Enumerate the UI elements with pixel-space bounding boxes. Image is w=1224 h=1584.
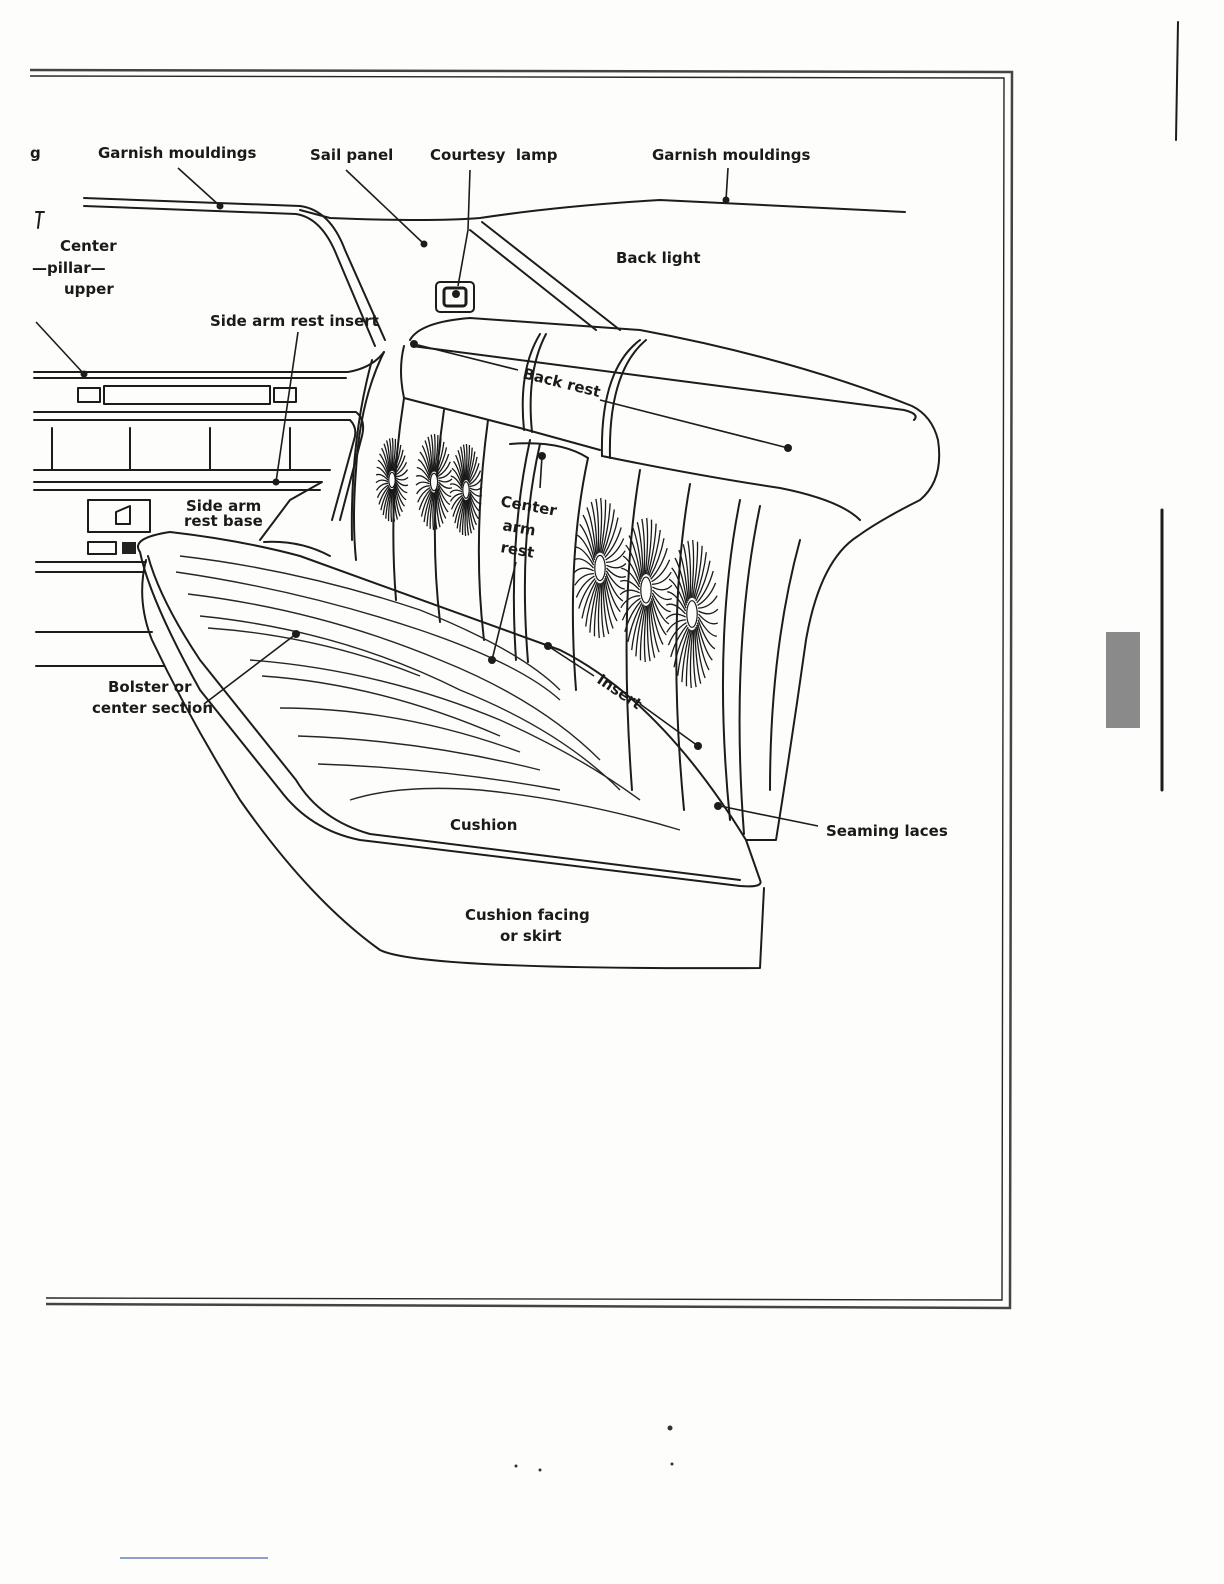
label-center-pillar-line3: upper xyxy=(64,280,114,298)
label-bolster-line2: center section xyxy=(92,699,213,717)
starburst-inserts xyxy=(376,434,718,688)
label-back-light: Back light xyxy=(616,249,701,267)
label-seaming-laces: Seaming laces xyxy=(826,822,948,840)
label-garnish-mouldings-left: Garnish mouldings xyxy=(98,144,257,162)
label-cushion-facing-line1: Cushion facing xyxy=(465,906,590,924)
label-side-arm-rest-base-line2: rest base xyxy=(184,512,263,530)
back-rest-shape xyxy=(401,318,939,840)
label-center-arm-rest-line2: arm xyxy=(501,516,537,539)
seat-cushion-shape xyxy=(138,532,764,968)
starburst-insert xyxy=(450,444,482,536)
label-side-arm-rest-insert: Side arm rest insert xyxy=(210,312,379,330)
label-center-pillar-line2: —pillar— xyxy=(32,259,106,277)
label-insert: Insert xyxy=(594,670,645,713)
label-garnish-mouldings-right: Garnish mouldings xyxy=(652,146,811,164)
seat-back-panels xyxy=(352,352,800,834)
starburst-insert xyxy=(376,438,408,522)
label-courtesy-lamp: Courtesy lamp xyxy=(430,146,558,164)
leader-lines xyxy=(36,168,818,826)
label-cushion: Cushion xyxy=(450,816,517,834)
label-cushion-facing-line2: or skirt xyxy=(500,927,562,945)
starburst-insert xyxy=(620,518,672,662)
roof-structure xyxy=(36,198,905,346)
label-sail-panel: Sail panel xyxy=(310,146,393,164)
starburst-insert xyxy=(574,498,626,638)
starburst-insert xyxy=(666,540,718,688)
page-frame xyxy=(30,22,1178,1558)
scan-gray-tab xyxy=(1106,632,1140,728)
label-center-arm-rest-line3: rest xyxy=(499,538,535,562)
scan-specks xyxy=(515,1426,674,1472)
label-bolster-line1: Bolster or xyxy=(108,678,192,696)
label-edge-mark: g xyxy=(30,144,41,162)
label-center-pillar-line1: Center xyxy=(60,237,117,255)
door-switch xyxy=(122,542,136,554)
starburst-insert xyxy=(416,434,452,530)
